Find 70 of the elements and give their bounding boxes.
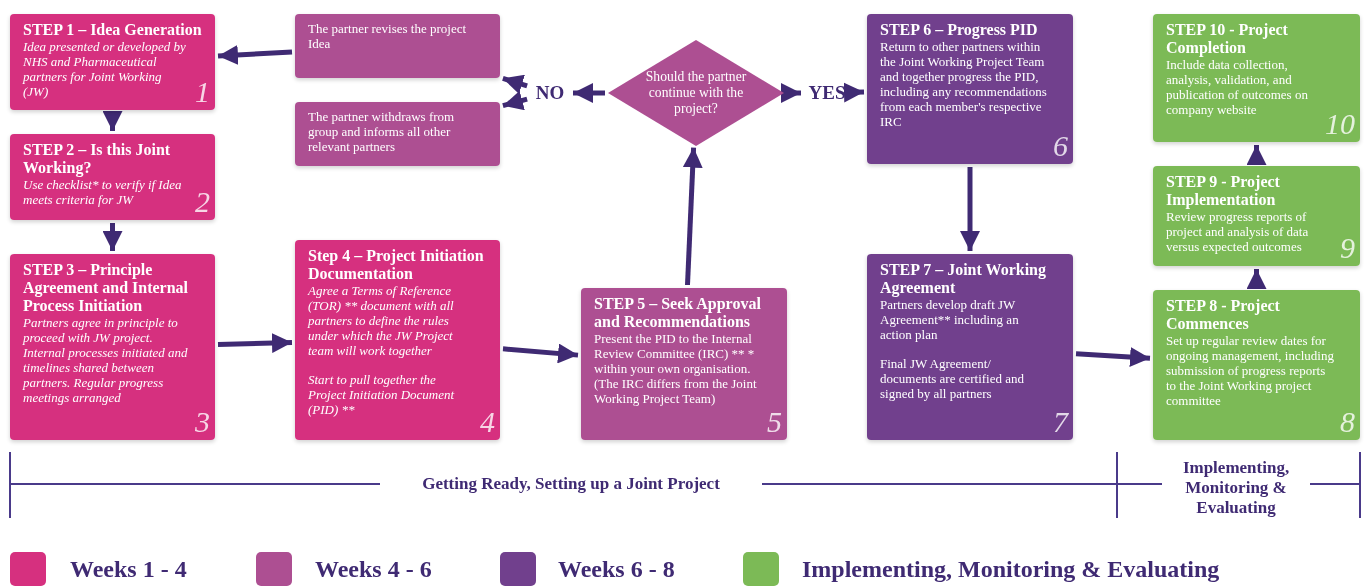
arrow	[682, 147, 703, 286]
process-box	[867, 14, 1073, 164]
step-description: Set up regular review dates for ongoing management, including submission of progress reports to the Joint Working project committee	[1166, 333, 1334, 408]
step-heading: STEP 3 – Principle Agreement and Internal Process Initiation	[23, 261, 190, 315]
step-heading: Step 4 – Project Initiation Documentation	[308, 247, 485, 283]
step-number: 8	[1340, 407, 1355, 437]
step-description: Final JW Agreement/ documents are certified and signed by all partners	[880, 356, 1025, 401]
arrow	[781, 83, 801, 103]
step-description: Include data collection, analysis, validation, and publication of outcomes on company website	[1166, 57, 1309, 117]
arrow	[102, 223, 123, 251]
step-number: 3	[195, 407, 210, 437]
arrow	[843, 82, 865, 103]
step-heading: STEP 2 – Is this Joint Working?	[23, 141, 172, 177]
process-box	[10, 254, 215, 440]
arrow	[1075, 347, 1151, 368]
process-box	[1153, 290, 1360, 440]
step-number: 10	[1325, 109, 1355, 139]
step-description: Idea presented or developed by NHS and Pharmaceutical partners for Joint Working (JW)	[23, 39, 187, 99]
step-heading: STEP 7 – Joint Working Agreement	[880, 261, 1047, 297]
phase-label: Getting Ready, Setting up a Joint Project	[380, 474, 762, 494]
step-description: The partner revises the project Idea	[308, 21, 468, 51]
arrow	[502, 90, 528, 111]
arrow	[102, 111, 123, 131]
arrow	[217, 333, 293, 354]
step-number: 1	[195, 77, 210, 107]
step-heading: STEP 10 - Project Completion	[1166, 21, 1289, 57]
step-number: 4	[480, 407, 495, 437]
step-heading: STEP 1 – Idea Generation	[23, 21, 203, 39]
arrow	[1246, 145, 1267, 165]
process-box	[1153, 14, 1360, 142]
phase-label: Implementing, Monitoring & Evaluating	[1162, 458, 1310, 518]
legend-label: Weeks 1 - 4	[70, 555, 187, 583]
decision-diamond	[608, 40, 784, 146]
step-number: 7	[1053, 407, 1068, 437]
step-heading: STEP 6 – Progress PID	[880, 21, 1039, 39]
process-box	[295, 240, 500, 440]
step-heading: STEP 5 – Seek Approval and Recommendations	[594, 295, 762, 331]
step-number: 5	[767, 407, 782, 437]
legend-label: Implementing, Monitoring & Evaluating	[802, 555, 1220, 583]
legend-label: Weeks 6 - 8	[558, 555, 675, 583]
step-description: Use checklist* to verify if Idea meets criteria for JW	[23, 177, 183, 207]
arrow	[502, 74, 528, 94]
step-description: Partners agree in principle to proceed with JW project. Internal processes initiated and timelines shared between partners. Regular progress meetings arranged	[23, 315, 189, 405]
step-number: 6	[1053, 131, 1068, 161]
step-description: The partner withdraws from group and informs all other relevant partners	[308, 109, 456, 154]
arrow	[960, 167, 980, 251]
process-box	[1153, 166, 1360, 266]
step-number: 9	[1340, 233, 1355, 263]
arrow	[502, 343, 579, 364]
branch-label: NO	[530, 80, 570, 106]
step-description: Return to other partners within the Joint Working Project Team and together progress the PID, including any recommendations from each member's respective IRC	[880, 39, 1047, 129]
step-number: 2	[195, 187, 210, 217]
process-box	[295, 14, 500, 78]
arrow	[217, 44, 293, 65]
process-box	[867, 254, 1073, 440]
step-description: Agree a Terms of Reference (TOR) ** document with all partners to define the rules under which the JW Project team will work together	[308, 283, 455, 358]
step-heading: STEP 8 - Project Commences	[1166, 297, 1281, 333]
process-box	[295, 102, 500, 166]
step-description: Start to pull together the Project Initiation Document (PID) **	[308, 372, 456, 417]
step-description: Review progress reports of project and analysis of data versus expected outcomes	[1166, 209, 1310, 254]
arrow	[1246, 269, 1267, 289]
process-box	[10, 134, 215, 220]
process-box	[10, 14, 215, 110]
legend-label: Weeks 4 - 6	[315, 555, 432, 583]
step-description: Partners develop draft JW Agreement** including an action plan	[880, 297, 1020, 342]
step-heading: STEP 9 - Project Implementation	[1166, 173, 1281, 209]
arrow	[573, 83, 605, 103]
process-box	[581, 288, 787, 440]
step-description: Present the PID to the Internal Review Committee (IRC) ** * within your own organisation. (The IRC differs from the Joint Working Project Team)	[594, 331, 758, 406]
decision-text: Should the partner continue with the project?	[644, 69, 748, 117]
